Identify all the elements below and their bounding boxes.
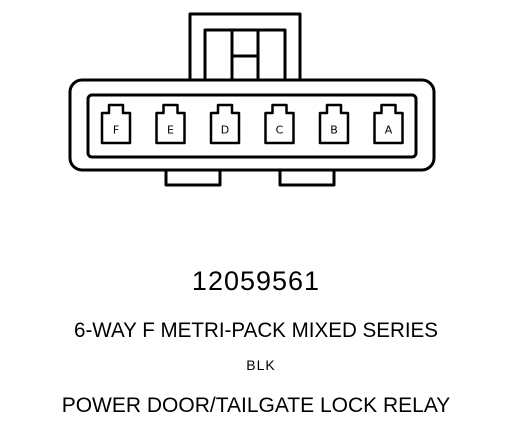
- connector-body-outer: [68, 78, 436, 172]
- terminal-cavity-outline: [209, 103, 241, 145]
- pin-label: A: [385, 124, 393, 137]
- connector-color: BLK: [246, 357, 276, 373]
- terminal-cavity-b: B: [318, 103, 350, 145]
- bottom-key-left: [164, 170, 222, 187]
- terminal-cavity-outline: [100, 103, 132, 145]
- pin-label: E: [167, 124, 174, 137]
- terminal-cavity-outline: [373, 103, 404, 145]
- terminal-cavity-f: F: [100, 103, 132, 145]
- bottom-key-right: [278, 170, 336, 187]
- pin-label: C: [276, 124, 284, 137]
- terminal-cavity-d: D: [209, 103, 241, 145]
- terminal-cavity-outline: [155, 103, 186, 145]
- terminal-cavity-outline: [318, 103, 350, 145]
- locking-tab: [188, 12, 302, 80]
- pin-label: F: [113, 124, 119, 137]
- terminal-cavity-outline: [264, 103, 295, 145]
- connector-description: 6-WAY F METRI-PACK MIXED SERIES: [73, 319, 439, 342]
- pin-label: B: [330, 124, 338, 137]
- connector-body-inner: [86, 93, 418, 159]
- terminal-cavity-a: A: [373, 103, 404, 145]
- pin-label: D: [221, 124, 229, 137]
- terminal-cavity-c: C: [264, 103, 295, 145]
- part-number: 12059561: [191, 266, 321, 296]
- terminal-cavity-e: E: [155, 103, 186, 145]
- component-name: POWER DOOR/TAILGATE LOCK RELAY: [61, 394, 451, 417]
